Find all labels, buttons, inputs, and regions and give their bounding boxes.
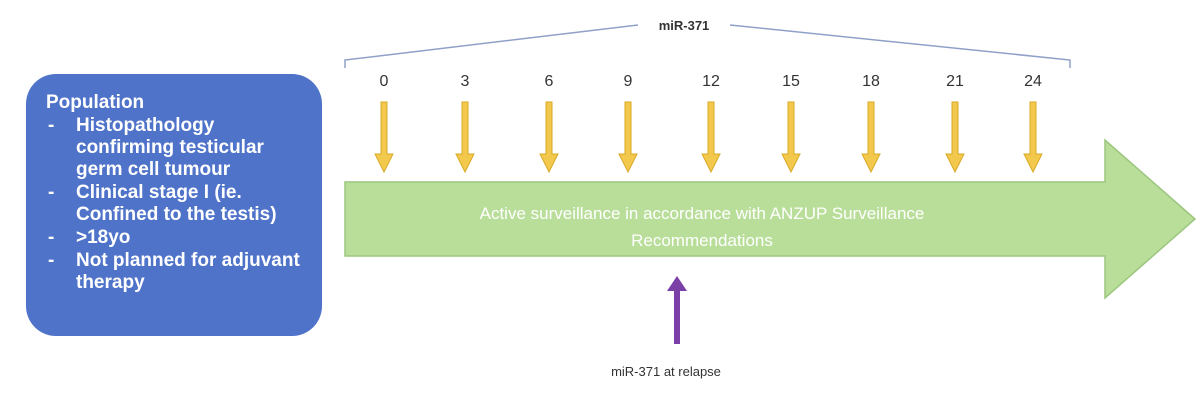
timepoint-label-15: 15 (782, 73, 800, 90)
relapse-arrow (667, 276, 687, 344)
timepoints-group: 0 3 6 9 12 15 18 21 24 (374, 73, 1043, 174)
criterion-clinical-stage: Clinical stage I (ie. Confined to the te… (46, 182, 308, 226)
surveillance-text-line1: Active surveillance in accordance with A… (480, 204, 925, 223)
population-box: Population Histopathology confirming tes… (26, 74, 322, 336)
timepoint-arrow-15 (781, 101, 801, 174)
timepoint-label-12: 12 (702, 73, 720, 90)
timepoint-arrow-21 (945, 101, 965, 174)
surveillance-text-line2: Recommendations (631, 231, 773, 250)
timepoint-arrow-0 (374, 101, 394, 174)
timepoint-label-6: 6 (545, 73, 554, 90)
timepoint-arrow-24 (1023, 101, 1043, 174)
bracket-label: miR-371 (659, 18, 710, 33)
timepoint-label-24: 24 (1024, 73, 1042, 90)
relapse-label: miR-371 at relapse (611, 364, 721, 379)
timepoint-label-18: 18 (862, 73, 880, 90)
timepoint-label-0: 0 (380, 73, 389, 90)
timepoint-arrow-9 (618, 101, 638, 174)
surveillance-arrow (344, 138, 1197, 300)
mir371-bracket (344, 24, 1071, 68)
timepoint-arrow-3 (455, 101, 475, 174)
timepoint-arrow-6 (539, 101, 559, 174)
timepoint-label-9: 9 (624, 73, 633, 90)
timepoint-arrow-12 (701, 101, 721, 174)
timepoint-label-21: 21 (946, 73, 964, 90)
population-title: Population (46, 92, 145, 113)
criterion-adjuvant: Not planned for adjuvant therapy (46, 250, 308, 294)
criterion-histopathology: Histopathology confirming testicular ger… (46, 115, 308, 181)
population-criteria-list: Histopathology confirming testicular ger… (46, 115, 308, 294)
criterion-age: >18yo (46, 227, 308, 249)
timepoint-label-3: 3 (461, 73, 470, 90)
timepoint-arrow-18 (861, 101, 881, 174)
